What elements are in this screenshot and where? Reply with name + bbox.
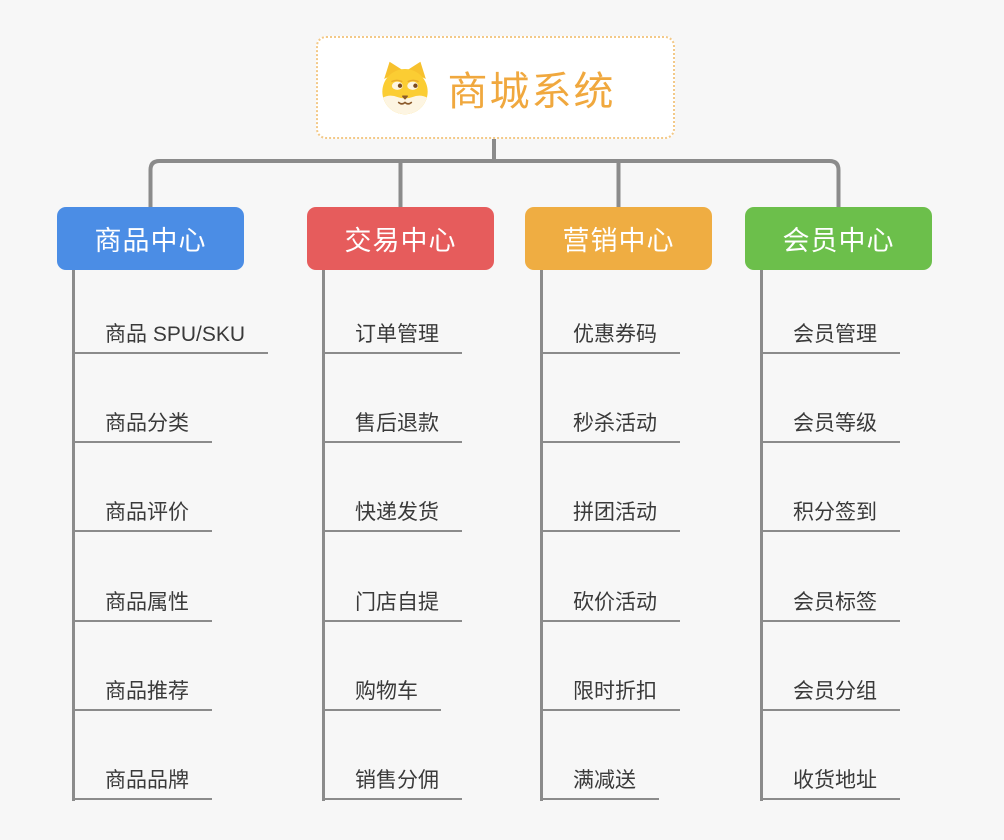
leaf-node[interactable]: 满减送 xyxy=(540,766,659,800)
leaf-node[interactable]: 商品 SPU/SKU xyxy=(72,320,269,354)
branch-node-2[interactable]: 营销中心 xyxy=(525,207,712,270)
leaf-node[interactable]: 砍价活动 xyxy=(540,588,680,622)
leaf-node[interactable]: 销售分佣 xyxy=(322,766,462,800)
leaf-node[interactable]: 会员等级 xyxy=(760,409,900,444)
leaf-node[interactable]: 订单管理 xyxy=(322,320,462,354)
leaf-node[interactable]: 商品属性 xyxy=(72,588,212,622)
leaf-node[interactable]: 商品评价 xyxy=(72,498,212,533)
leaf-node[interactable]: 购物车 xyxy=(322,677,441,711)
branch-node-0[interactable]: 商品中心 xyxy=(57,207,244,270)
shiba-dog-icon xyxy=(376,59,434,117)
leaf-node[interactable]: 积分签到 xyxy=(760,498,900,533)
leaf-node[interactable]: 商品推荐 xyxy=(72,677,212,711)
leaf-node[interactable]: 会员标签 xyxy=(760,588,900,622)
leaf-node[interactable]: 限时折扣 xyxy=(540,677,680,711)
leaf-node[interactable]: 拼团活动 xyxy=(540,498,680,533)
leaf-node[interactable]: 会员分组 xyxy=(760,677,900,711)
leaf-node[interactable]: 售后退款 xyxy=(322,409,462,444)
leaf-node[interactable]: 收货地址 xyxy=(760,766,900,800)
leaf-node[interactable]: 门店自提 xyxy=(322,588,462,622)
root-node[interactable]: 商城系统 xyxy=(316,36,675,139)
root-title: 商城系统 xyxy=(447,69,616,114)
leaf-node[interactable]: 商品分类 xyxy=(72,409,212,444)
leaf-node[interactable]: 优惠券码 xyxy=(540,320,680,354)
leaf-node[interactable]: 商品品牌 xyxy=(72,766,212,800)
branch-node-1[interactable]: 交易中心 xyxy=(307,207,494,270)
leaf-node[interactable]: 快递发货 xyxy=(322,498,462,533)
leaf-node[interactable]: 秒杀活动 xyxy=(540,409,680,444)
leaf-node[interactable]: 会员管理 xyxy=(760,320,900,354)
connector-path xyxy=(148,159,841,213)
branch-node-3[interactable]: 会员中心 xyxy=(745,207,932,270)
